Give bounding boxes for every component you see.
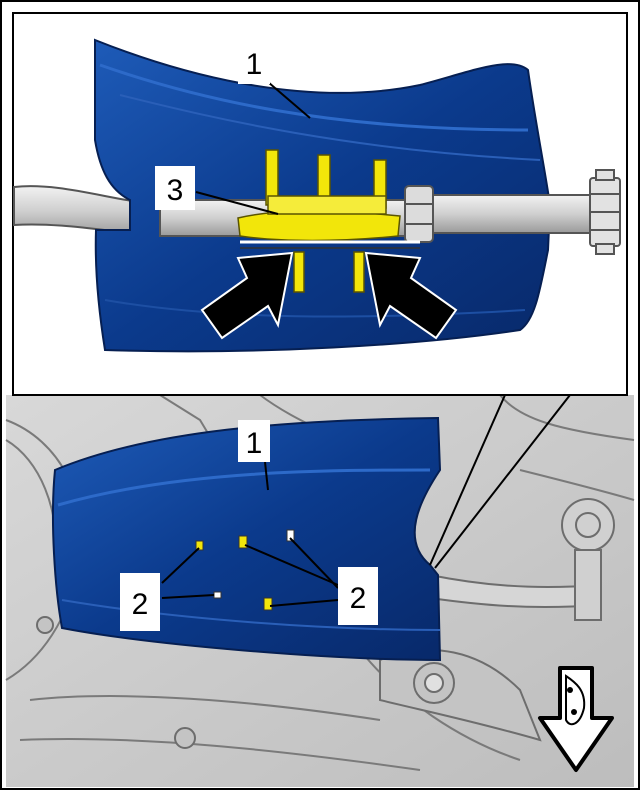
callout-2-right: 2 [338, 567, 378, 625]
down-arrow-icon [538, 666, 614, 772]
control-arm [36, 616, 542, 749]
callout-3-text: 3 [167, 174, 184, 207]
detail-rod-right [429, 194, 601, 234]
callout-1-overview-text: 1 [246, 427, 263, 460]
cover-detail-lower [104, 299, 526, 318]
overview-view: 1 2 2 [5, 394, 635, 787]
cover-detail-ridge-2 [119, 94, 541, 161]
clip-markers [195, 529, 295, 611]
press-arrow-right [364, 251, 458, 340]
leader-lines-2 [161, 537, 339, 607]
callout-2-left-text: 2 [132, 588, 149, 621]
leader-line-1-overview [264, 461, 269, 491]
coupling-link [561, 498, 615, 621]
callout-1-detail-text: 1 [246, 48, 263, 81]
leader-line-1-detail [267, 81, 311, 119]
detail-end-fitting [589, 169, 621, 255]
chassis-components [5, 394, 635, 771]
clip-detail [237, 149, 420, 293]
press-arrow-left [200, 251, 294, 340]
clip-2d [286, 529, 295, 542]
detail-nut [404, 185, 434, 243]
clip-2a [195, 540, 204, 551]
clip-2b [213, 591, 222, 599]
leader-line-3 [195, 191, 279, 215]
callout-2-left: 2 [120, 573, 160, 631]
clip-2c [238, 535, 248, 549]
cover-overview-lower-ridge [61, 599, 441, 631]
cover-overview-ridge [57, 468, 431, 507]
zoom-lines [429, 394, 571, 569]
callout-1-overview: 1 [238, 420, 270, 462]
cover-detail-ridge [99, 63, 529, 132]
callout-3: 3 [155, 166, 195, 210]
detail-view: 1 3 [12, 12, 628, 396]
callout-2-right-text: 2 [350, 582, 367, 615]
callout-1-detail: 1 [238, 40, 270, 84]
clip-2e [263, 597, 273, 611]
